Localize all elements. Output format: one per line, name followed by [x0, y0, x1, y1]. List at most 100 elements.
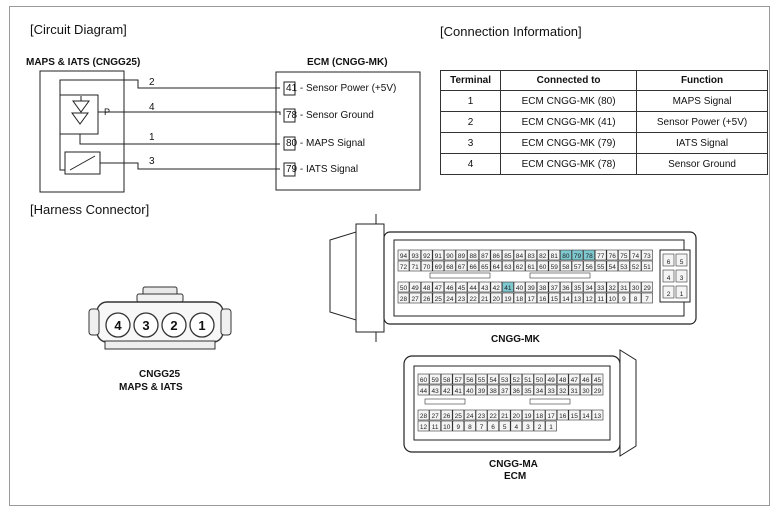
pin-label-65: 65: [481, 264, 489, 271]
pin-cell-83: [525, 249, 537, 261]
pin-label-1: 1: [680, 291, 684, 298]
pin-label-13: 13: [574, 296, 582, 303]
pin-cell-49: [409, 281, 421, 293]
pin-cell-63: [502, 260, 514, 272]
pin-cell-92: [420, 249, 433, 261]
pin-cell-51: [522, 373, 534, 385]
pin-cell-86: [490, 249, 503, 261]
pin-cell-31: [568, 384, 581, 396]
pin-label-87: 87: [481, 253, 489, 260]
harness-caption-1: CNGG25: [139, 369, 181, 380]
pin-label-20: 20: [513, 413, 521, 420]
pin-label-56: 56: [466, 377, 474, 384]
component-label: MAPS & IATS (CNGG25): [26, 57, 141, 68]
pin-label-13: 13: [594, 413, 602, 420]
pin-label-11: 11: [432, 424, 439, 431]
pin-label-25: 25: [435, 296, 443, 303]
pin-label-53: 53: [620, 264, 628, 271]
pin-label-59: 59: [431, 377, 439, 384]
ma-caption-1: CNGG-MA: [489, 459, 538, 470]
pin-cell-36: [560, 281, 572, 293]
pin-label-6: 6: [667, 259, 671, 266]
pin-cell-79: [571, 249, 584, 261]
pin-label-47: 47: [435, 285, 443, 292]
pin-cell-72: [397, 260, 410, 272]
pin-label-1: 1: [549, 424, 553, 431]
pin-label-5: 5: [503, 424, 507, 431]
pin-cell-78: [583, 249, 595, 261]
pin-cell-10: [440, 420, 453, 432]
pin-label-17: 17: [547, 413, 555, 420]
pin-label-12: 12: [420, 424, 428, 431]
pin-label-73: 73: [643, 253, 651, 260]
pin-label-49: 49: [547, 377, 555, 384]
pin-cell-71: [409, 260, 421, 272]
pin-label-16: 16: [539, 296, 547, 303]
pin-cell-67: [455, 260, 468, 272]
pin-cell-14: [580, 409, 592, 421]
pin-label-81: 81: [551, 253, 559, 260]
pin-label-14: 14: [562, 296, 570, 303]
pin-cell-3: [522, 420, 534, 432]
thermistor-slash: [69, 155, 96, 171]
pin-label-7: 7: [645, 296, 649, 303]
pin-cell-14: [560, 292, 572, 304]
pin-label-43: 43: [481, 285, 489, 292]
pin-label-24: 24: [446, 296, 454, 303]
pin-cell-40: [464, 384, 476, 396]
pin-cell-46: [444, 281, 456, 293]
harness-pin-label-4: 4: [114, 318, 122, 333]
pin-cell-18: [513, 292, 526, 304]
pin-label-93: 93: [411, 253, 419, 260]
pin-cell-60: [417, 373, 430, 385]
harness-pin-label-1: 1: [198, 318, 205, 333]
pin-label-8: 8: [634, 296, 638, 303]
sensor-p-label: P: [104, 107, 111, 117]
pin-label-30: 30: [582, 388, 590, 395]
pin-label-89: 89: [458, 253, 466, 260]
pin-cell-41: [452, 384, 465, 396]
pin-label-14: 14: [582, 413, 590, 420]
circuit-diagram-heading: [Circuit Diagram]: [30, 22, 127, 37]
pin-cell-4: [510, 420, 523, 432]
pin-cell-12: [583, 292, 595, 304]
pin-label-34: 34: [536, 388, 544, 395]
pin-label-31: 31: [571, 388, 579, 395]
pin-cell-13: [591, 409, 604, 421]
pin-label-58: 58: [443, 377, 451, 384]
pin-label-17: 17: [527, 296, 535, 303]
pin-label-76: 76: [609, 253, 617, 260]
pin-cell-89: [455, 249, 468, 261]
pin-label-28: 28: [420, 413, 428, 420]
pin-label-43: 43: [431, 388, 439, 395]
component-box: [39, 70, 125, 193]
pin-cell-68: [444, 260, 456, 272]
pin-label-16: 16: [559, 413, 567, 420]
pin-cell-26: [420, 292, 433, 304]
pin-label-26: 26: [423, 296, 431, 303]
pin-label-39: 39: [527, 285, 535, 292]
pin-cell-41: [502, 281, 514, 293]
pin-label-27: 27: [431, 413, 439, 420]
connector-side-right: [220, 308, 232, 336]
pin-label-85: 85: [504, 253, 512, 260]
pin-cell-56: [464, 373, 476, 385]
pin-label-75: 75: [620, 253, 628, 260]
pin-label-9: 9: [456, 424, 460, 431]
pin-label-44: 44: [469, 285, 477, 292]
pin-cell-54: [606, 260, 619, 272]
pin-cell-4: [662, 269, 675, 283]
ecm-pin-78: 78 - Sensor Ground: [286, 110, 374, 121]
pin-cell-33: [545, 384, 557, 396]
pin-cell-81: [548, 249, 561, 261]
pin-label-41: 41: [504, 285, 512, 292]
pin-cell-15: [548, 292, 561, 304]
pin-label-23: 23: [458, 296, 466, 303]
pin-cell-29: [591, 384, 604, 396]
table-row: 1 ECM CNGG-MK (80) MAPS Signal: [439, 90, 768, 112]
pin-label-50: 50: [400, 285, 408, 292]
pin-label-27: 27: [411, 296, 419, 303]
pin-cell-1: [675, 285, 688, 299]
pin-label-63: 63: [504, 264, 512, 271]
